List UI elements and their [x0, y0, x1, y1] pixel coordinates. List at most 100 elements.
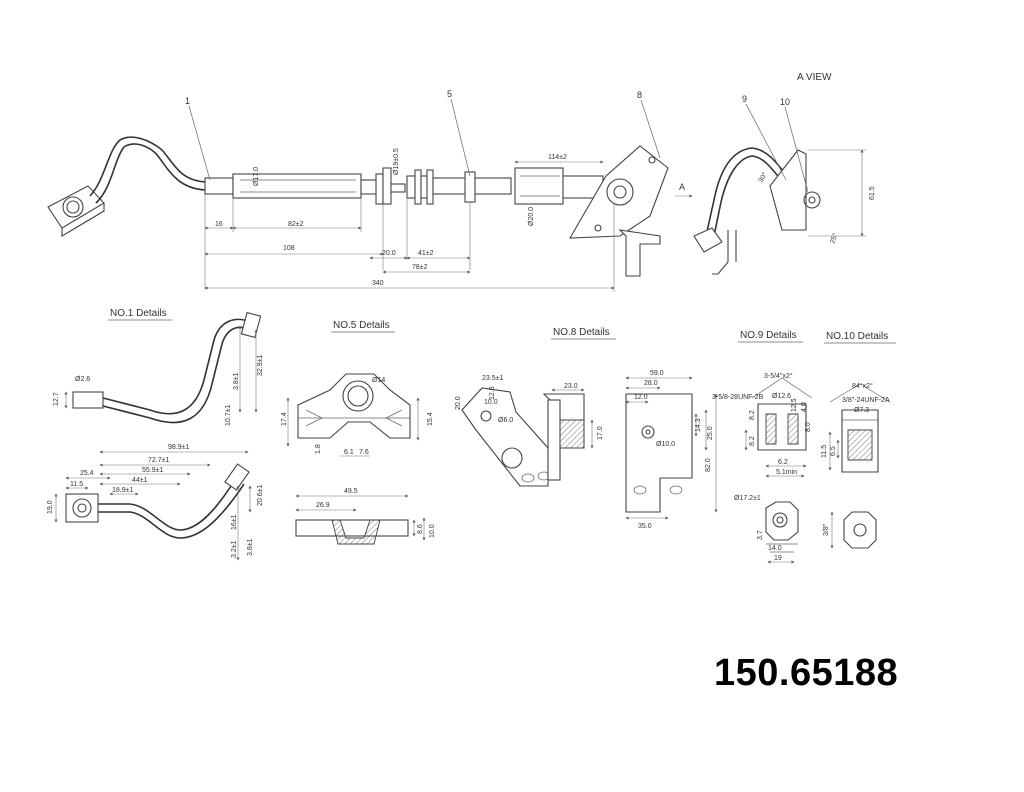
svg-text:32.9±1: 32.9±1: [257, 355, 264, 376]
dim-dia20: Ø20.0: [528, 207, 535, 226]
dim-dia19: Ø19±0.5: [393, 148, 400, 175]
svg-text:82.0: 82.0: [705, 458, 712, 472]
dim-20: 20.0: [382, 250, 396, 257]
svg-text:15.4: 15.4: [427, 412, 434, 426]
svg-text:Ø14: Ø14: [372, 377, 385, 384]
svg-text:25.0: 25.0: [707, 426, 714, 440]
svg-text:12.7: 12.7: [53, 392, 60, 406]
dim-16: 16: [215, 221, 223, 228]
no8-details: NO.8 Details 23.5±1 12.5 20.0 10.0 Ø6.0 …: [455, 327, 718, 530]
svg-text:20.0: 20.0: [455, 396, 462, 410]
svg-text:6.5: 6.5: [830, 446, 837, 456]
svg-text:Ø10.0: Ø10.0: [656, 441, 675, 448]
dim-30deg: 30°: [757, 171, 769, 184]
dim-dia17: Ø17.0: [253, 167, 260, 186]
svg-text:19: 19: [774, 555, 782, 562]
svg-text:7.6: 7.6: [359, 449, 369, 456]
no9-title: NO.9 Details: [740, 330, 797, 341]
svg-text:Ø6.0: Ø6.0: [498, 417, 513, 424]
dim-82: 82±2: [288, 221, 304, 228]
svg-text:20.6±1: 20.6±1: [257, 485, 264, 506]
svg-text:3.8±1: 3.8±1: [233, 372, 240, 390]
no5-details: NO.5 Details Ø14 17.4 15.4 1.8 6.1 7.6 4…: [281, 320, 436, 545]
svg-text:19.0: 19.0: [47, 500, 54, 514]
svg-text:3.8±1: 3.8±1: [247, 538, 254, 556]
dim-61-5: 61.5: [869, 186, 876, 200]
tube-bend-left: [89, 136, 206, 197]
svg-text:98.9±1: 98.9±1: [168, 444, 189, 451]
svg-text:3/8"-24UNF-2A: 3/8"-24UNF-2A: [842, 397, 890, 404]
svg-text:8.0: 8.0: [805, 422, 812, 432]
no9-details: NO.9 Details 3-5/4"x2° 3-5/8-28UNF-2B Ø1…: [712, 330, 813, 564]
svg-text:Ø12.6: Ø12.6: [772, 393, 791, 400]
svg-text:16±1: 16±1: [231, 514, 238, 530]
svg-text:3-5/4"x2°: 3-5/4"x2°: [764, 372, 793, 380]
svg-text:17.4: 17.4: [281, 412, 288, 426]
main-assembly-view: A 1 5 8 9 10 A VIEW: [47, 72, 876, 292]
dim-114: 114±2: [548, 154, 567, 161]
part-number: 150.65188: [714, 652, 899, 694]
svg-text:28.0: 28.0: [644, 380, 658, 387]
svg-text:84°x2°: 84°x2°: [852, 382, 873, 390]
a-view-title: A VIEW: [797, 72, 832, 83]
dim-25deg: 25°: [828, 232, 839, 245]
svg-text:14.3: 14.3: [695, 418, 702, 432]
end-fitting-left: [47, 185, 105, 237]
svg-text:3-5/8-28UNF-2B: 3-5/8-28UNF-2B: [712, 394, 764, 401]
a-view: [693, 147, 866, 275]
callout-10: 10: [780, 97, 790, 107]
svg-text:11.5: 11.5: [70, 481, 83, 488]
svg-text:Ø17.2±1: Ø17.2±1: [734, 495, 761, 502]
bracket-8: [569, 145, 669, 277]
svg-text:12.5: 12.5: [791, 398, 798, 412]
svg-text:59.0: 59.0: [650, 370, 664, 377]
svg-text:6.1: 6.1: [344, 449, 354, 456]
callout-5: 5: [447, 89, 452, 99]
main-dimensions: [204, 160, 615, 292]
svg-text:12.5: 12.5: [489, 386, 496, 400]
callout-1: 1: [185, 96, 190, 106]
svg-text:3.2±1: 3.2±1: [231, 540, 238, 558]
svg-text:49.5: 49.5: [344, 488, 358, 495]
no8-title: NO.8 Details: [553, 327, 610, 338]
svg-text:44±1: 44±1: [132, 477, 148, 484]
no10-title: NO.10 Details: [826, 331, 888, 342]
no10-details: NO.10 Details 84°x2° 3/8"-24UNF-2A Ø7.3 …: [821, 331, 896, 549]
svg-text:11.5: 11.5: [821, 445, 828, 458]
no5-title: NO.5 Details: [333, 320, 390, 331]
svg-text:8.6: 8.6: [417, 524, 424, 534]
svg-text:12.0: 12.0: [634, 394, 648, 401]
svg-text:Ø7.3: Ø7.3: [854, 407, 869, 414]
svg-text:14.0: 14.0: [768, 545, 782, 552]
svg-text:Ø2.6: Ø2.6: [75, 376, 90, 383]
callout-8: 8: [637, 90, 642, 100]
svg-text:6.2: 6.2: [778, 459, 788, 466]
dim-78: 78±2: [412, 264, 428, 271]
dim-108: 108: [283, 245, 295, 252]
svg-text:3/8": 3/8": [823, 523, 830, 536]
svg-text:26.9: 26.9: [316, 502, 330, 509]
svg-text:23.0: 23.0: [564, 383, 578, 390]
svg-text:23.5±1: 23.5±1: [482, 375, 503, 382]
svg-text:1.8: 1.8: [315, 444, 322, 454]
dim-340: 340: [372, 280, 384, 287]
no1-details: NO.1 Details Ø2.6 12.7 10.7±1 3.8±1 32.9…: [47, 308, 264, 561]
svg-text:10.7±1: 10.7±1: [225, 405, 232, 426]
svg-text:5.1min: 5.1min: [776, 469, 797, 476]
svg-text:8.2: 8.2: [749, 410, 756, 420]
svg-text:18.9±1: 18.9±1: [112, 487, 133, 494]
svg-text:4.0: 4.0: [801, 402, 808, 412]
view-arrow-label: A: [679, 182, 685, 192]
callout-9: 9: [742, 94, 747, 104]
svg-text:35.0: 35.0: [638, 523, 652, 530]
svg-text:10.0: 10.0: [484, 399, 498, 406]
svg-text:8.2: 8.2: [749, 436, 756, 446]
hose-body: [204, 167, 604, 205]
svg-text:55.9±1: 55.9±1: [142, 467, 163, 474]
svg-text:10.0: 10.0: [429, 524, 436, 538]
svg-text:25.4: 25.4: [80, 470, 94, 477]
no1-title: NO.1 Details: [110, 308, 167, 319]
dim-41: 41±2: [418, 250, 434, 257]
svg-text:17.0: 17.0: [597, 426, 604, 440]
